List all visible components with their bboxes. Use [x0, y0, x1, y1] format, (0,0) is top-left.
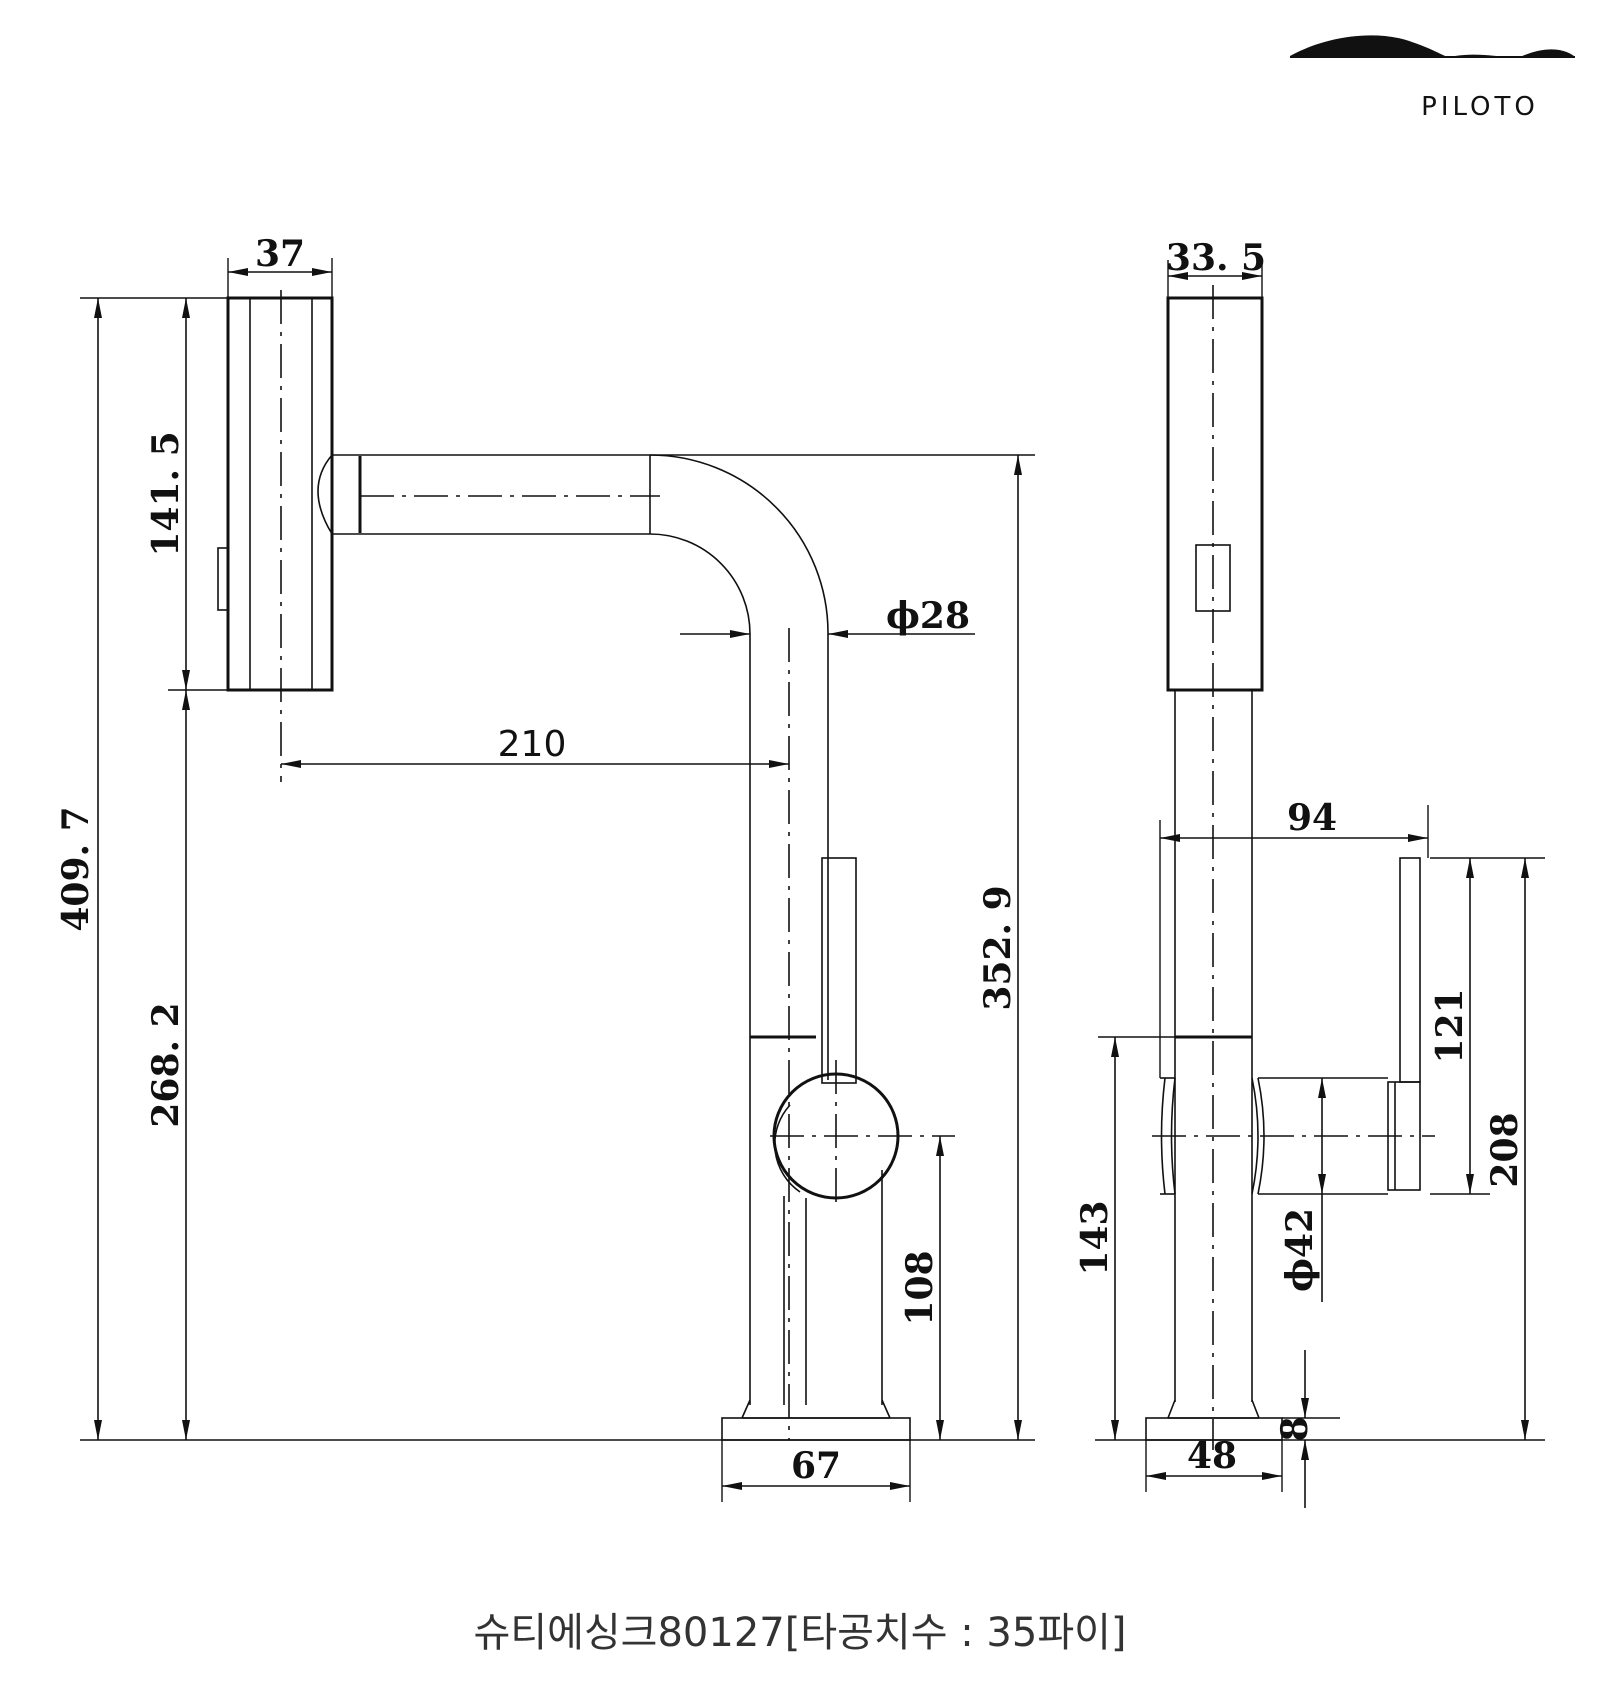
brand-name: PILOTO	[1421, 92, 1539, 122]
dim-front-head-height: 141. 5	[145, 431, 187, 556]
dim-front-head-width: 37	[255, 233, 305, 275]
brand-logo-mark	[1290, 35, 1575, 58]
front-view	[80, 290, 1035, 1441]
product-caption: 슈티에싱크80127[타공치수 : 35파이]	[473, 1610, 1127, 1656]
dim-front-reach: 210	[498, 724, 567, 765]
dim-side-body-height: 143	[1074, 1200, 1116, 1275]
dim-side-handle-reach: 94	[1287, 797, 1337, 839]
dim-side-head-width: 33. 5	[1166, 237, 1266, 279]
dim-side-lever-height: 208	[1484, 1112, 1526, 1187]
dim-front-lower-height: 268. 2	[145, 1002, 187, 1127]
front-dimensions: 37 409. 7 141. 5 268. 2 210 352. 9 ϕ28 1…	[55, 233, 1035, 1502]
dim-front-total-height: 409. 7	[55, 806, 97, 931]
dim-side-base-width: 48	[1187, 1435, 1237, 1477]
dim-side-handle-diameter: ϕ42	[1279, 1208, 1321, 1292]
side-dimensions: 33. 5 94 121 208 143 ϕ42 8 48	[1074, 237, 1545, 1508]
dim-front-base-width: 67	[791, 1445, 841, 1487]
side-view	[1095, 285, 1545, 1450]
dim-side-base-thickness: 8	[1274, 1416, 1316, 1441]
dim-front-body-diameter: ϕ28	[886, 595, 970, 637]
dim-side-lever-length: 121	[1429, 988, 1471, 1063]
dim-front-handle-height: 108	[899, 1250, 941, 1325]
dim-front-spout-height: 352. 9	[977, 885, 1019, 1010]
